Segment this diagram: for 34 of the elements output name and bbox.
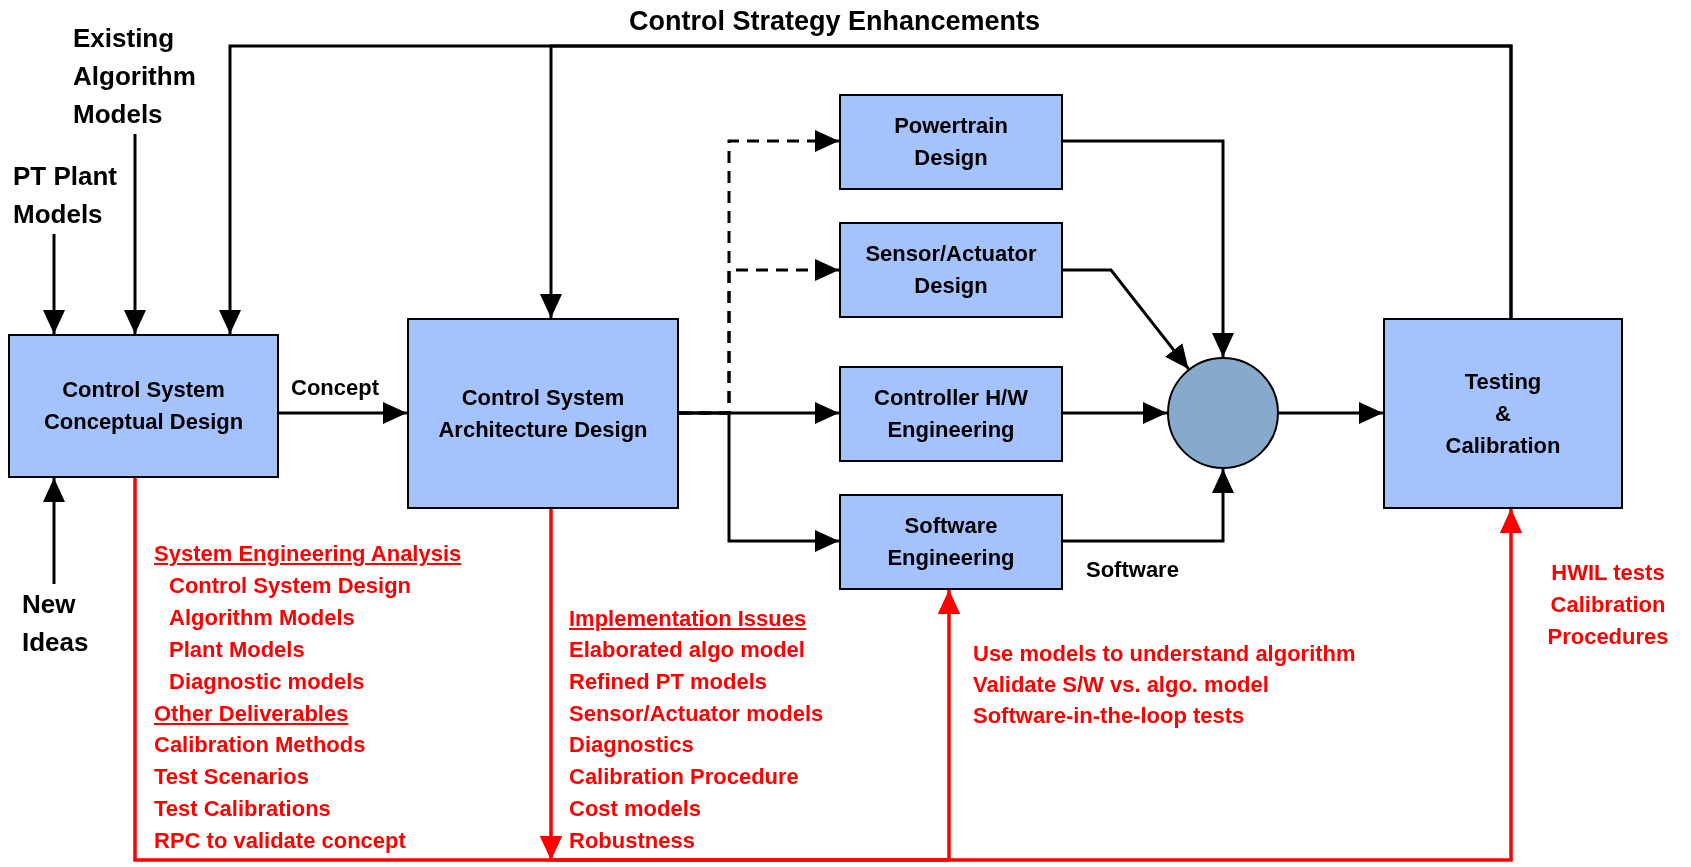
process-box: Control System Conceptual Design	[8, 334, 279, 478]
input-label: Existing Algorithm Models	[73, 18, 233, 134]
process-box: Software Engineering	[839, 494, 1063, 590]
note-text: Calibration Procedure	[569, 763, 799, 791]
note-text: Control System Design	[169, 572, 412, 600]
process-box: Controller H/W Engineering	[839, 366, 1063, 462]
note-text: Validate S/W vs. algo. model	[973, 671, 1269, 699]
process-box: Control System Architecture Design	[407, 318, 679, 509]
note-text: Diagnostics	[569, 731, 694, 759]
section-heading: Implementation Issues	[569, 605, 807, 633]
input-label: New Ideas	[22, 584, 102, 662]
note-text: Sensor/Actuator models	[569, 700, 824, 728]
note-text: Test Scenarios	[154, 763, 309, 791]
note-text: RPC to validate concept	[154, 827, 406, 855]
section-heading: System Engineering Analysis	[154, 540, 462, 568]
process-box: Testing & Calibration	[1383, 318, 1623, 509]
note-text: Calibration	[1550, 591, 1666, 619]
note-text: HWIL tests	[1551, 559, 1665, 587]
note-text: Algorithm Models	[169, 604, 355, 632]
process-box: Powertrain Design	[839, 94, 1063, 190]
note-text: Refined PT models	[569, 668, 768, 696]
note-text: Software-in-the-loop tests	[973, 702, 1245, 730]
note-text: Elaborated algo model	[569, 636, 805, 664]
note-text: Robustness	[569, 827, 695, 855]
note-text: Cost models	[569, 795, 702, 823]
note-text: Calibration Methods	[154, 731, 366, 759]
note-text: Diagnostic models	[169, 668, 365, 696]
note-text: Test Calibrations	[154, 795, 331, 823]
input-label: PT Plant Models	[13, 156, 131, 234]
section-heading: Other Deliverables	[154, 700, 349, 728]
note-text: Use models to understand algorithm	[973, 640, 1356, 668]
note-text: Plant Models	[169, 636, 305, 664]
process-box: Sensor/Actuator Design	[839, 222, 1063, 318]
note-text: Procedures	[1547, 623, 1669, 651]
